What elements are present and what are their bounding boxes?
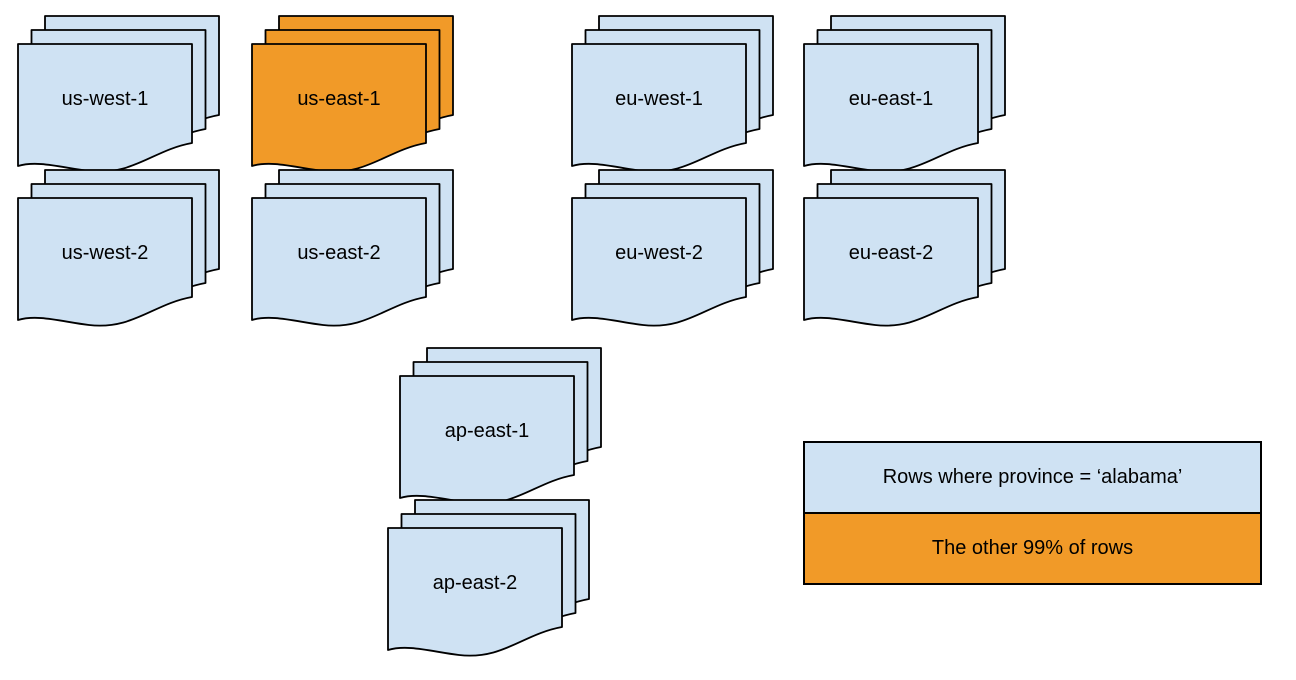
region-stack-eu-west-2: eu-west-2 xyxy=(571,169,774,327)
region-label: us-east-1 xyxy=(297,88,381,110)
region-label: eu-east-1 xyxy=(848,88,934,110)
region-stack-us-west-1: us-west-1 xyxy=(17,15,220,173)
legend: Rows where province = ‘alabama’ The othe… xyxy=(803,441,1262,585)
region-label: eu-east-2 xyxy=(848,242,934,264)
document-front-page-icon xyxy=(571,197,747,327)
legend-label-other-rows: The other 99% of rows xyxy=(931,537,1134,559)
region-label: eu-west-1 xyxy=(615,88,703,110)
region-stack-eu-west-1: eu-west-1 xyxy=(571,15,774,173)
region-stack-us-east-1: us-east-1 xyxy=(251,15,454,173)
region-label: ap-east-2 xyxy=(432,572,518,594)
legend-label-alabama-rows: Rows where province = ‘alabama’ xyxy=(882,466,1183,488)
region-label: us-east-2 xyxy=(297,242,381,264)
region-stack-us-west-2: us-west-2 xyxy=(17,169,220,327)
region-stack-eu-east-2: eu-east-2 xyxy=(803,169,1006,327)
document-front-page-icon xyxy=(251,197,427,327)
region-stack-us-east-2: us-east-2 xyxy=(251,169,454,327)
region-stack-eu-east-1: eu-east-1 xyxy=(803,15,1006,173)
region-label: ap-east-1 xyxy=(444,420,530,442)
region-stack-ap-east-2: ap-east-2 xyxy=(387,499,590,657)
region-stack-ap-east-1: ap-east-1 xyxy=(399,347,602,505)
document-front-page-icon xyxy=(17,197,193,327)
region-label: us-west-2 xyxy=(61,242,149,264)
region-label: eu-west-2 xyxy=(615,242,703,264)
region-label: us-west-1 xyxy=(61,88,149,110)
document-front-page-icon xyxy=(387,527,563,657)
document-front-page-icon xyxy=(803,197,979,327)
legend-row-alabama-rows: Rows where province = ‘alabama’ xyxy=(805,443,1260,512)
legend-row-other-rows: The other 99% of rows xyxy=(805,512,1260,583)
